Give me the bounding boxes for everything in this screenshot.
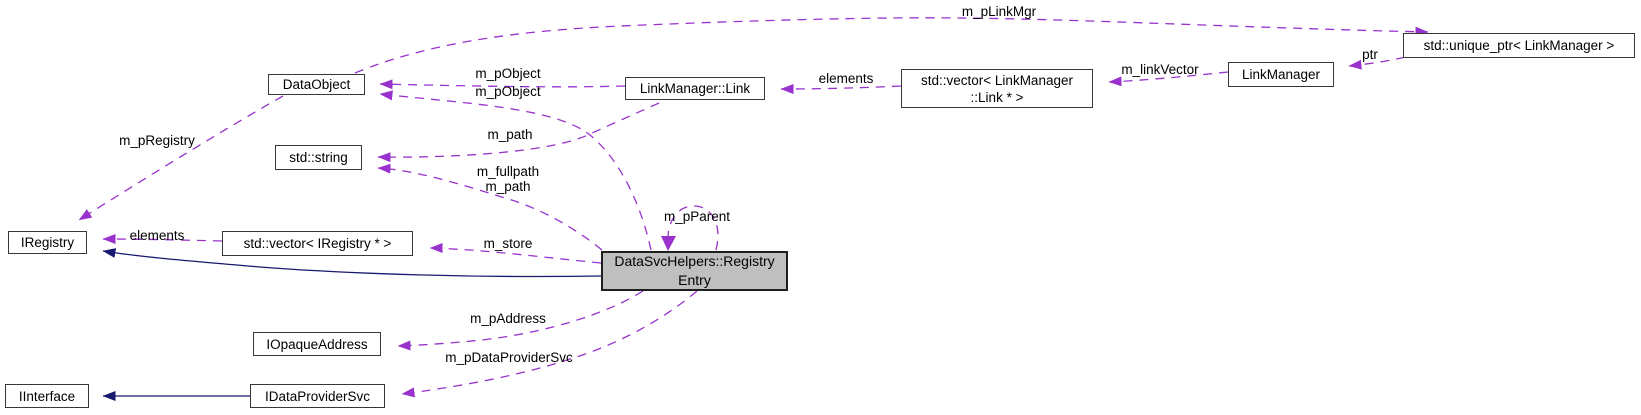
node-std-string[interactable]: std::string: [275, 145, 362, 170]
edge-m-pregistry: [78, 95, 284, 221]
edge-label-m-pobject-link: m_pObject: [475, 66, 541, 81]
node-vector-iregistry[interactable]: std::vector< IRegistry * >: [222, 231, 413, 256]
edge-ptr: [1348, 56, 1406, 70]
edge-label-m-pdataprovidersvc: m_pDataProviderSvc: [445, 350, 573, 365]
edge-elements-link: [780, 83, 902, 94]
edge-m-plinkmgr: [354, 17, 1429, 74]
node-idataprovidersvc[interactable]: IDataProviderSvc: [250, 384, 385, 408]
edge-m-store: [429, 243, 602, 264]
edge-m-pobject-link: [379, 79, 626, 90]
node-linkmanager-link[interactable]: LinkManager::Link: [625, 77, 765, 100]
node-iopaqueaddress[interactable]: IOpaqueAddress: [253, 332, 381, 356]
edge-label-ptr: ptr: [1362, 47, 1378, 62]
edge-m-pparent-loop: [667, 205, 719, 251]
edge-label-m-pobject-entry: m_pObject: [475, 84, 541, 99]
node-dataobject[interactable]: DataObject: [268, 74, 365, 95]
node-iinterface[interactable]: IInterface: [5, 384, 89, 408]
edge-m-pdataprovidersvc: [401, 290, 698, 398]
edge-label-m-plinkmgr: m_pLinkMgr: [961, 4, 1037, 19]
edge-label-m-paddress: m_pAddress: [470, 311, 546, 326]
edge-label-elements-link: elements: [818, 71, 874, 86]
edge-label-m-fullpath-m-path: m_fullpath m_path: [476, 164, 540, 194]
edge-label-m-path: m_path: [487, 127, 533, 142]
edge-label-m-store: m_store: [483, 236, 533, 251]
node-unique-ptr-linkmanager[interactable]: std::unique_ptr< LinkManager >: [1403, 33, 1635, 58]
edge-m-fullpath: [377, 163, 603, 251]
node-linkmanager[interactable]: LinkManager: [1228, 62, 1334, 87]
node-vector-linkmanager-link[interactable]: std::vector< LinkManager ::Link * >: [901, 69, 1093, 108]
node-registryentry[interactable]: DataSvcHelpers::Registry Entry: [601, 251, 788, 291]
edge-m-paddress: [397, 290, 644, 351]
edge-label-elements-registry: elements: [129, 228, 185, 243]
edge-m-path-link: [377, 102, 660, 163]
edge-label-m-linkvector: m_linkVector: [1121, 62, 1199, 77]
edge-m-pobject-entry: [379, 90, 652, 251]
edge-label-m-pregistry: m_pRegistry: [119, 133, 195, 148]
m-pparent-arrowhead: [661, 236, 676, 251]
node-iregistry[interactable]: IRegistry: [8, 231, 87, 254]
edge-label-m-pparent: m_pParent: [663, 209, 731, 224]
edge-inherit-iregistry: [102, 248, 602, 278]
